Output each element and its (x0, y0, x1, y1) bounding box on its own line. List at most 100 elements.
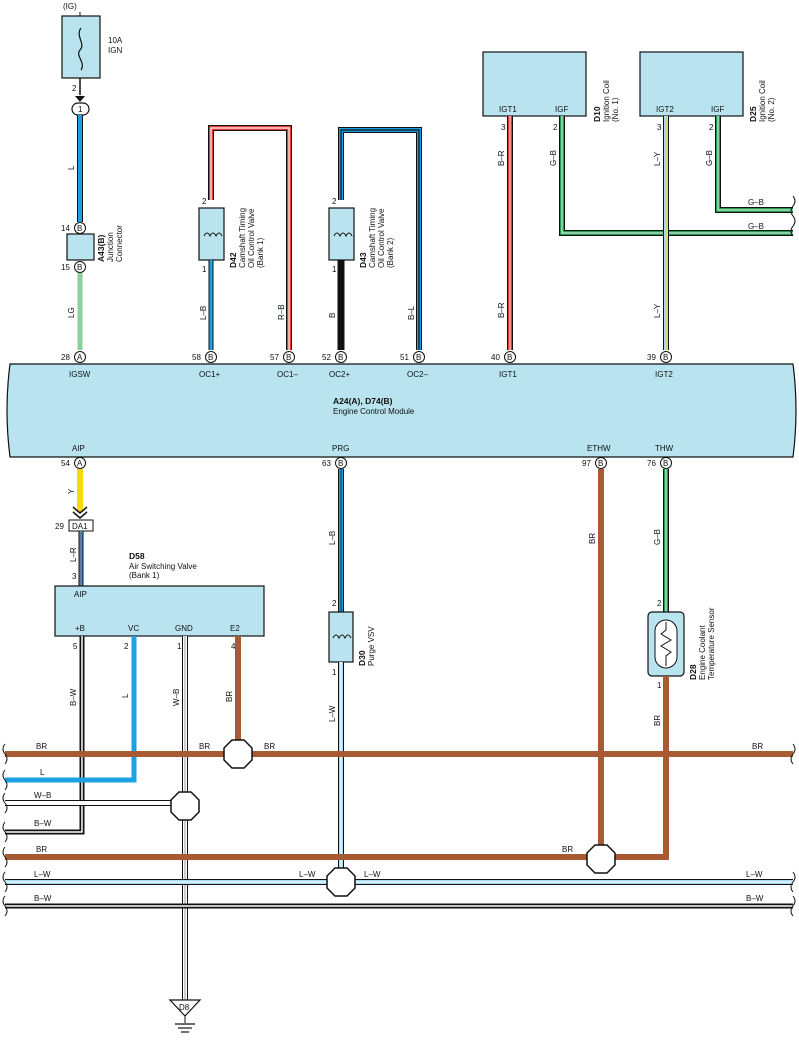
d42-id: D42 (228, 252, 238, 268)
svg-text:B: B (663, 353, 668, 362)
d58-pin-b: 5 (73, 642, 78, 651)
d58-line2: (Bank 1) (129, 571, 160, 580)
d43-line1: Camshaft Timing (368, 208, 377, 268)
svg-text:B: B (208, 353, 213, 362)
d30-pin-top: 2 (332, 599, 337, 608)
da1-id: DA1 (72, 522, 88, 531)
d30-pin-bot: 1 (332, 668, 337, 677)
ecm-bottom-pin: ETHW B 97 (582, 444, 611, 469)
svg-text:B: B (338, 459, 343, 468)
svg-text:57: 57 (270, 353, 279, 362)
d42-pin-top: 2 (202, 197, 207, 206)
wire-label-y: Y (67, 488, 76, 494)
bus-lw-left: L–W (34, 870, 51, 879)
wire-label-l-r: L–R (69, 547, 78, 562)
ground-id: D8 (179, 1003, 190, 1012)
junction-id: A43(B) (96, 234, 106, 262)
svg-text:IGSW: IGSW (69, 370, 91, 379)
ecm-top-pin: B 39 IGT2 (647, 351, 673, 379)
svg-text:A: A (77, 459, 83, 468)
ecm-top-pin: B 40 IGT1 (491, 351, 517, 379)
junction-pin-1-label: 1 (78, 105, 83, 114)
splice-point-icon (326, 867, 356, 897)
svg-text:28: 28 (61, 353, 70, 362)
svg-text:76: 76 (647, 459, 656, 468)
svg-text:97: 97 (582, 459, 591, 468)
ecm-box (6, 363, 797, 458)
ecm-top-pin: B 51 OC2– (400, 351, 428, 379)
bus-br1-right: BR (752, 742, 763, 751)
bus-lw-right: L–W (746, 870, 763, 879)
wire-label-igt2-top: L–Y (653, 151, 662, 166)
wire-label-ethw-br: BR (588, 533, 597, 544)
d28-line1: Engine Coolant (698, 625, 707, 680)
ecm-bottom-pin: AIP A 54 (61, 444, 86, 469)
d28-pin-bot: 1 (657, 681, 662, 690)
wire-label-d58-br: BR (225, 691, 234, 702)
d10-pin3: 3 (501, 123, 506, 132)
svg-text:ETHW: ETHW (587, 444, 611, 453)
d58-pin3: 3 (72, 572, 77, 581)
d28-id: D28 (688, 664, 698, 680)
wire-label-d42-lb: L–B (199, 306, 208, 320)
wire-label-thw-br: BR (653, 715, 662, 726)
d58-term-gnd: GND (175, 624, 193, 633)
svg-text:OC1–: OC1– (277, 370, 298, 379)
d43-line3: (Bank 2) (386, 237, 395, 268)
d42-pin-bot: 1 (202, 265, 207, 274)
fuse-box (61, 15, 101, 79)
coil-icon (333, 232, 353, 238)
wire-label-prg-lb: L–B (328, 531, 337, 545)
svg-text:B: B (77, 263, 82, 272)
junction-name-2: Connector (115, 225, 124, 262)
svg-text:B: B (416, 353, 421, 362)
wire-label-d43-bl: B–L (407, 305, 416, 320)
svg-text:IGT2: IGT2 (655, 370, 673, 379)
thermistor-icon (660, 622, 672, 666)
d28-pin-top: 2 (657, 599, 662, 608)
wire-label-d43-b: B (328, 313, 337, 318)
bus-lw-mid2: L–W (364, 870, 381, 879)
d10-id: D10 (592, 106, 602, 122)
d10-igf: IGF (555, 105, 568, 114)
break-icon (2, 743, 8, 917)
d43-line2: Oil Control Valve (377, 208, 386, 268)
svg-text:51: 51 (400, 353, 409, 362)
wire-label-d58-bw: B–W (69, 688, 78, 706)
ecm-top-pin: B 57 OC1– (270, 351, 298, 379)
d25-pin2: 2 (709, 123, 714, 132)
ecm-top-pin: B 58 OC1+ (192, 351, 220, 379)
d10-line1: Ignition Coil (602, 80, 611, 122)
ground-connector (168, 999, 202, 1017)
bus-br1-mid: BR (199, 742, 210, 751)
svg-text:A: A (77, 353, 83, 362)
bus-bw2-left: B–W (34, 894, 52, 903)
fuse-rating: 10A (108, 36, 123, 45)
junction-pin-15: 15 (61, 263, 70, 272)
svg-text:54: 54 (61, 459, 70, 468)
d30-name: Purge VSV (367, 626, 376, 666)
bus-br2-right: BR (562, 845, 573, 854)
d58-pin-vc: 2 (124, 642, 129, 651)
wire-label-igt1-top: B–R (497, 150, 506, 166)
d58-pin-e2: 4 (231, 642, 236, 651)
d25-line1: Ignition Coil (758, 80, 767, 122)
wire-label-gb-out2: G–B (748, 222, 764, 231)
d25-pin3: 3 (657, 123, 662, 132)
d58-term-vc: VC (128, 624, 139, 633)
d58-aip: AIP (74, 590, 87, 599)
d42-line1: Camshaft Timing (238, 208, 247, 268)
break-icon (790, 743, 796, 917)
svg-text:63: 63 (322, 459, 331, 468)
wire-label-prg-lw: L–W (328, 705, 337, 722)
svg-text:B: B (286, 353, 291, 362)
d30-id: D30 (357, 650, 367, 666)
d58-term-e2: E2 (230, 624, 240, 633)
svg-text:40: 40 (491, 353, 500, 362)
d43-pin-bot: 1 (332, 265, 337, 274)
wire-label-lg: LG (67, 307, 76, 318)
splice-point-icon (223, 739, 253, 769)
d10-line2: (No. 1) (611, 97, 620, 122)
bus-br2-left: BR (36, 845, 47, 854)
